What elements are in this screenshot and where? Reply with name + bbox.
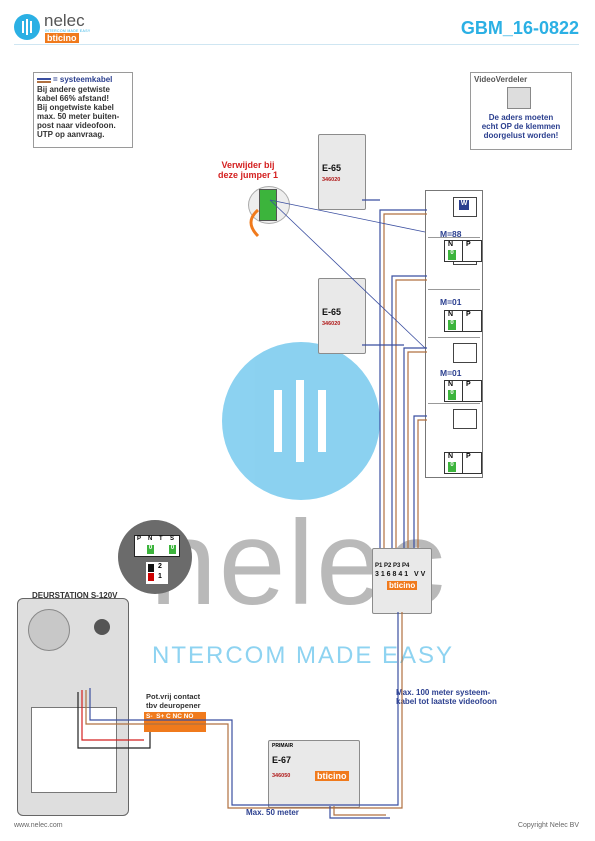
splitter-vv: V V [414,571,426,578]
legend-body: Bij andere getwiste kabel 66% afstand! B… [37,85,120,139]
cable-brown-e67 [333,806,386,816]
video-verdeler-icon [507,87,531,109]
max-50-note: Max. 50 meter [246,808,299,817]
jumper-21: 2 1 [146,562,168,584]
e65-top-module: E-65 346020 [318,134,366,210]
cable-red [81,690,144,741]
monitor-3 [453,343,477,363]
m-label-1: M=88 [440,229,462,239]
e67-module: PRIMAIR E-67 346050 bticino [268,740,360,808]
cable-blue-3 [403,347,427,548]
video-verdeler-text: De aders moeten echt OP de klemmen doorg… [481,113,561,140]
header-rule [14,44,579,45]
legend-note: = systeemkabel Bij andere getwiste kabel… [33,72,133,148]
m-label-3: M=01 [440,368,462,378]
jumper-line-1 [269,199,426,233]
door-station [17,598,129,816]
relay-block: S- S+ C NC NO [144,712,206,732]
cable-blue-e67 [329,806,390,819]
footer-right: Copyright Nelec BV [517,822,579,829]
cable-brown-4 [417,419,427,548]
monitor-1: W [453,197,477,217]
e67-brand: bticino [315,771,349,781]
brand-sub: bticino [45,33,79,43]
e65-top-code: 346020 [322,177,341,183]
nelec-logo: nelec INTERCOM MADE EASY bticino [14,11,124,44]
splitter-module: P1 P2 P3 P4 3 1 6 8 4 1 V V bticino [372,548,432,614]
video-verdeler-title: VideoVerdeler [474,75,528,84]
cable-brown-2 [395,279,427,548]
jumper-line-2 [269,199,426,349]
cable-blue-1 [379,209,427,548]
jumper-block [259,189,277,221]
monitor-w-label: W [459,200,469,210]
door-station-title: DEURSTATION S-120V [32,591,118,600]
watermark-circle [222,342,380,500]
jumper-note: Verwijder bij deze jumper 1 [218,160,279,180]
cable-blue-main [89,612,399,806]
monitor-panel: W [425,190,483,478]
camera-lens [94,619,110,635]
cable-blue-2 [391,275,427,548]
max-100-note: Max. 100 meter systeem- kabel tot laatst… [396,688,497,706]
brand-tagline: INTERCOM MADE EASY [45,29,91,33]
splitter-numbers: 3 1 6 8 4 1 [375,571,409,578]
speaker-grille [28,609,70,651]
e65-mid-code: 346020 [322,321,341,327]
jumper-arrow-icon [249,208,260,238]
footer-left[interactable]: www.nelec.com [14,822,63,829]
logo-mark-icon [14,14,40,40]
m-label-2: M=01 [440,297,462,307]
splitter-ports: P1 P2 P3 P4 [375,563,410,569]
monitor-4 [453,409,477,429]
e65-top-name: E-65 [322,163,342,173]
systeemkabel-swatch [37,78,51,80]
door-station-front [31,707,117,793]
doc-code: GBM_16-0822 [460,18,579,38]
e67-name: E-67 [272,755,292,765]
cable-black [77,692,151,749]
e67-label: PRIMAIR [272,743,294,749]
dip-switch: P N T S 0 0 [134,535,180,557]
e67-code: 346050 [272,773,291,779]
video-verdeler-note: VideoVerdeler De aders moeten echt OP de… [470,72,572,150]
brand-name: nelec [44,11,85,30]
cable-blue-4 [413,415,427,548]
relay-title: Pot.vrij contact tbv deuropener [146,692,201,710]
cable-brown-3 [407,351,427,548]
splitter-brand: bticino [387,581,418,590]
cable-brown-main [85,612,403,809]
e65-mid-name: E-65 [322,307,342,317]
cable-brown-1 [383,213,427,548]
relay-terminals: S- S+ C NC NO [146,713,194,720]
legend-title: = systeemkabel [53,75,113,84]
e65-mid-module: E-65 346020 [318,278,366,354]
